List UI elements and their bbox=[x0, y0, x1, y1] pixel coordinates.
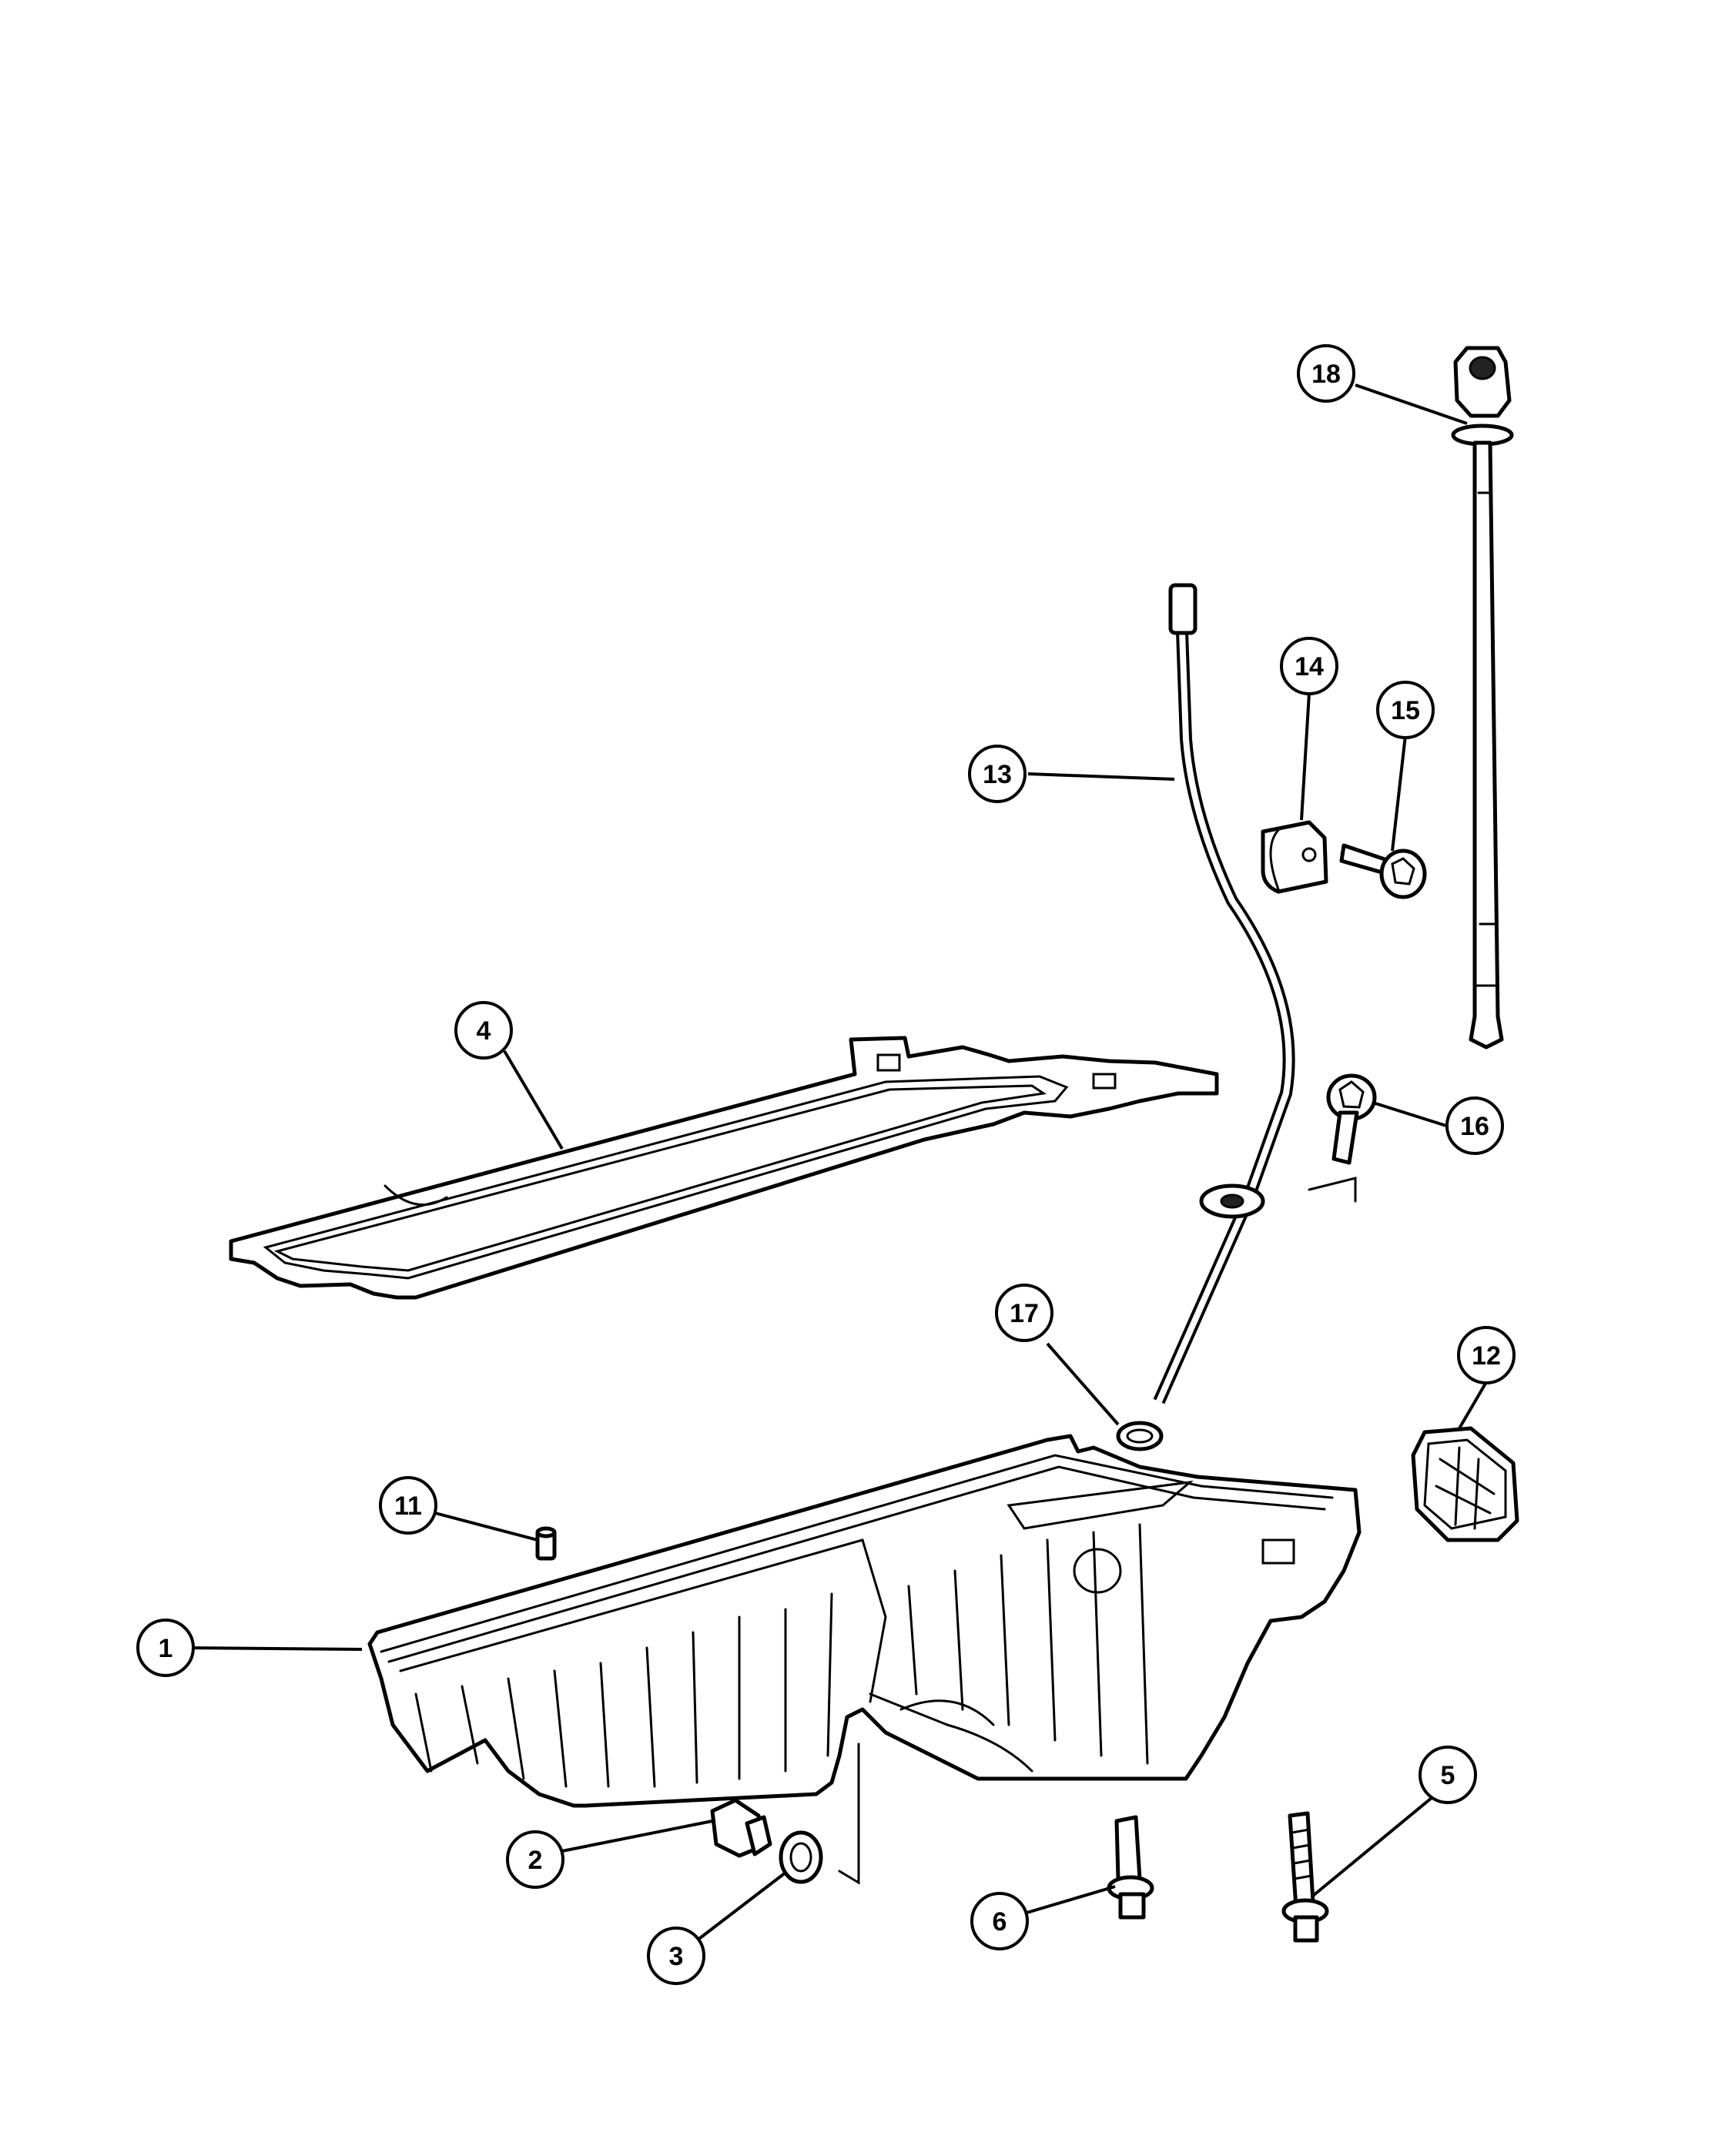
callout-3-label: 3 bbox=[669, 1942, 684, 1971]
tube-bolt bbox=[1308, 1073, 1377, 1203]
callout-16: 16 bbox=[1445, 1096, 1504, 1155]
callout-12-label: 12 bbox=[1472, 1341, 1501, 1371]
long-bolt bbox=[1281, 1811, 1329, 1943]
callout-13: 13 bbox=[968, 745, 1027, 803]
callout-2: 2 bbox=[506, 1830, 564, 1889]
callout-15: 15 bbox=[1376, 681, 1435, 739]
callout-15-label: 15 bbox=[1391, 696, 1420, 725]
callout-14-label: 14 bbox=[1295, 652, 1324, 681]
callout-4: 4 bbox=[454, 1001, 513, 1060]
callout-6-label: 6 bbox=[993, 1907, 1007, 1937]
callout-5: 5 bbox=[1419, 1746, 1477, 1804]
stud-bolt bbox=[1107, 1815, 1154, 1920]
callout-17-label: 17 bbox=[1010, 1299, 1039, 1328]
callout-18: 18 bbox=[1297, 344, 1355, 403]
leader-lines bbox=[188, 383, 1488, 1942]
callout-6: 6 bbox=[970, 1892, 1029, 1950]
cover-plate bbox=[1411, 1426, 1519, 1542]
callout-3: 3 bbox=[647, 1927, 705, 1985]
callout-11: 11 bbox=[379, 1476, 437, 1535]
callout-2-label: 2 bbox=[528, 1846, 543, 1875]
callout-5-label: 5 bbox=[1441, 1761, 1455, 1790]
clip-bolt bbox=[1339, 843, 1427, 899]
callout-18-label: 18 bbox=[1311, 360, 1341, 389]
callout-13-label: 13 bbox=[983, 760, 1012, 789]
oil-pan-gasket bbox=[229, 1036, 1219, 1300]
callout-11-label: 11 bbox=[394, 1491, 422, 1521]
drain-plug bbox=[710, 1798, 772, 1858]
callout-1-label: 1 bbox=[159, 1634, 173, 1663]
o-ring bbox=[1116, 1421, 1164, 1451]
oil-pan bbox=[367, 1434, 1362, 1808]
callout-16-label: 16 bbox=[1460, 1112, 1489, 1141]
tube-clip bbox=[1261, 820, 1328, 894]
callout-12: 12 bbox=[1457, 1326, 1516, 1384]
callout-4-label: 4 bbox=[477, 1016, 491, 1046]
dipstick-tube bbox=[1153, 583, 1295, 1404]
callout-1: 1 bbox=[136, 1619, 195, 1677]
dipstick bbox=[1451, 346, 1514, 1050]
callout-14: 14 bbox=[1280, 637, 1338, 695]
drain-plug-washer bbox=[779, 1743, 860, 1885]
dowel-pin bbox=[535, 1526, 557, 1561]
callout-17: 17 bbox=[995, 1284, 1053, 1342]
